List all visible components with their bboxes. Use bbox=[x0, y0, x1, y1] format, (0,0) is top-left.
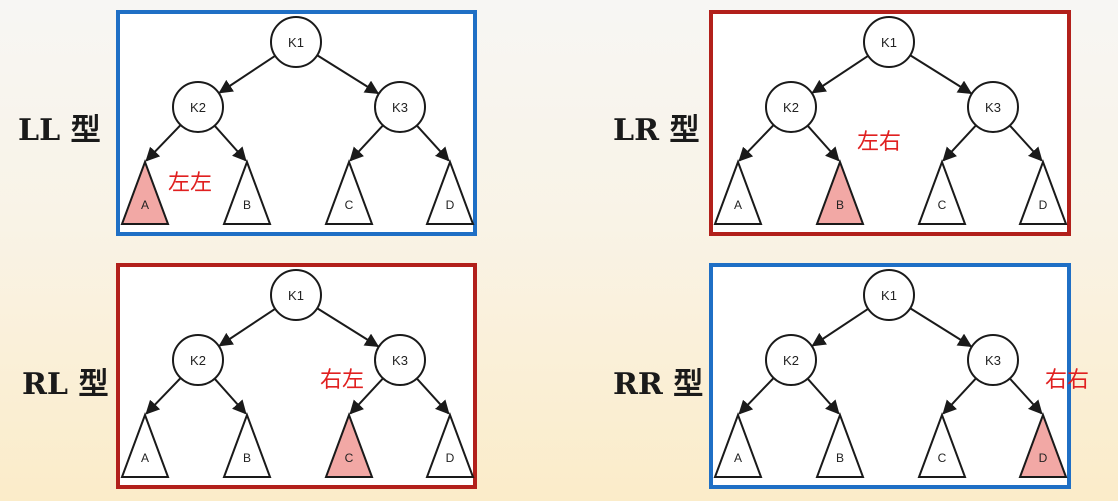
tree-node-k3 bbox=[967, 334, 1019, 386]
edge-k3-c bbox=[349, 377, 384, 415]
note-ll: 左左 bbox=[168, 171, 213, 196]
tree-node-label: K1 bbox=[881, 288, 897, 303]
edge-k2-a bbox=[145, 124, 182, 162]
type-label-ll: LL 型 bbox=[18, 113, 101, 148]
subtree-label: B bbox=[836, 451, 844, 465]
subtree-label: A bbox=[734, 198, 742, 212]
tree-node-k1 bbox=[270, 269, 322, 321]
edge-k1-k3 bbox=[316, 307, 380, 348]
edge-k2-a bbox=[738, 377, 775, 415]
edge-k1-k2 bbox=[811, 307, 869, 347]
edge-k2-b bbox=[213, 378, 247, 415]
subtree-label: B bbox=[836, 198, 844, 212]
edge-k3-c bbox=[349, 124, 384, 162]
type-label-rr: RR 型 bbox=[613, 367, 704, 402]
edge-k3-c bbox=[942, 124, 977, 162]
tree-node-label: K3 bbox=[985, 353, 1001, 368]
tree-node-label: K3 bbox=[392, 100, 408, 115]
subtree-label: C bbox=[938, 198, 947, 212]
subtree-label: B bbox=[243, 451, 251, 465]
tree-node-label: K2 bbox=[190, 100, 206, 115]
subtree-label: A bbox=[141, 198, 149, 212]
edge-k1-k2 bbox=[218, 307, 276, 347]
type-label-rl: RL 型 bbox=[22, 367, 109, 402]
subtree-label: B bbox=[243, 198, 251, 212]
tree-node-k1 bbox=[270, 16, 322, 68]
edge-k1-k2 bbox=[811, 54, 869, 94]
edge-k3-c bbox=[942, 377, 977, 415]
tree-node-label: K1 bbox=[881, 35, 897, 50]
edge-k1-k2 bbox=[218, 54, 276, 94]
subtree-b bbox=[222, 412, 272, 478]
tree-node-label: K2 bbox=[783, 100, 799, 115]
tree-node-label: K2 bbox=[783, 353, 799, 368]
subtree-label: D bbox=[446, 451, 455, 465]
tree-node-k2 bbox=[765, 334, 817, 386]
tree-node-label: K2 bbox=[190, 353, 206, 368]
tree-node-k2 bbox=[172, 334, 224, 386]
subtree-label: C bbox=[345, 451, 354, 465]
subtree-label: C bbox=[345, 198, 354, 212]
subtree-d bbox=[425, 159, 475, 225]
tree-node-k1 bbox=[863, 269, 915, 321]
subtree-a-highlighted bbox=[120, 159, 170, 225]
tree-node-k3 bbox=[967, 81, 1019, 133]
subtree-b bbox=[222, 159, 272, 225]
tree-node-label: K1 bbox=[288, 35, 304, 50]
edge-k2-a bbox=[738, 124, 775, 162]
type-label-lr: LR 型 bbox=[613, 113, 700, 148]
subtree-d-highlighted bbox=[1018, 412, 1068, 478]
subtree-c bbox=[917, 412, 967, 478]
subtree-label: A bbox=[141, 451, 149, 465]
edge-k2-a bbox=[145, 377, 182, 415]
subtree-label: D bbox=[446, 198, 455, 212]
tree-node-k3 bbox=[374, 81, 426, 133]
subtree-a bbox=[713, 159, 763, 225]
edge-k3-d bbox=[1009, 124, 1043, 162]
edge-k1-k3 bbox=[909, 54, 973, 95]
tree-node-k1 bbox=[863, 16, 915, 68]
tree-node-label: K3 bbox=[392, 353, 408, 368]
note-rl: 右左 bbox=[320, 368, 365, 393]
tree-node-label: K3 bbox=[985, 100, 1001, 115]
subtree-a bbox=[713, 412, 763, 478]
edge-k1-k3 bbox=[909, 307, 973, 348]
edge-k2-b bbox=[806, 378, 840, 415]
subtree-label: C bbox=[938, 451, 947, 465]
subtree-label: A bbox=[734, 451, 742, 465]
subtree-label: D bbox=[1039, 451, 1048, 465]
subtree-d bbox=[425, 412, 475, 478]
tree-node-k2 bbox=[765, 81, 817, 133]
edge-k3-d bbox=[1009, 377, 1043, 415]
subtree-b bbox=[815, 412, 865, 478]
edge-k3-d bbox=[416, 377, 450, 415]
subtree-c bbox=[324, 159, 374, 225]
note-rr: 右右 bbox=[1045, 368, 1090, 393]
subtree-c bbox=[917, 159, 967, 225]
tree-node-k2 bbox=[172, 81, 224, 133]
edge-k1-k3 bbox=[316, 54, 380, 95]
edge-k2-b bbox=[213, 125, 247, 162]
tree-node-k3 bbox=[374, 334, 426, 386]
subtree-a bbox=[120, 412, 170, 478]
subtree-c-highlighted bbox=[324, 412, 374, 478]
tree-node-label: K1 bbox=[288, 288, 304, 303]
subtree-d bbox=[1018, 159, 1068, 225]
subtree-label: D bbox=[1039, 198, 1048, 212]
note-lr: 左右 bbox=[857, 130, 902, 155]
subtree-b-highlighted bbox=[815, 159, 865, 225]
edge-k2-b bbox=[806, 125, 840, 162]
edge-k3-d bbox=[416, 124, 450, 162]
